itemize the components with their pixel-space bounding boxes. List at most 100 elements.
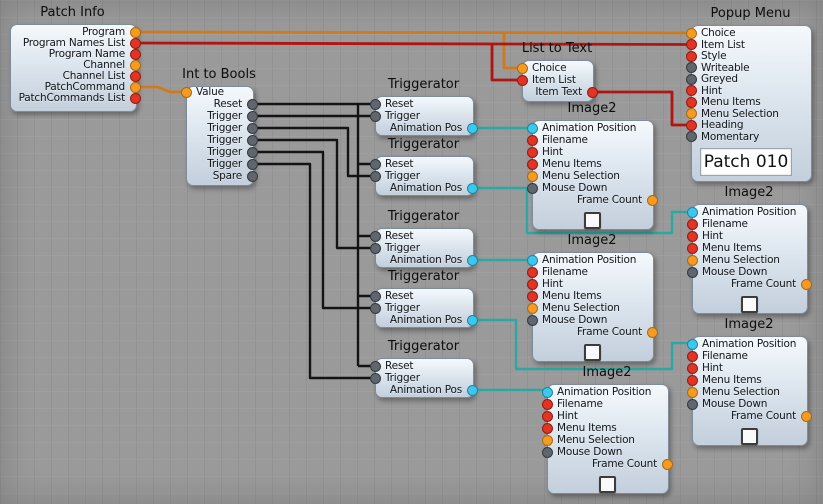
port-animation-position-left[interactable] bbox=[526, 254, 538, 266]
checkbox-widget[interactable] bbox=[584, 212, 601, 229]
port-frame-count-right[interactable] bbox=[646, 326, 658, 338]
port-hint-left[interactable] bbox=[526, 278, 538, 290]
node-title: Image2 bbox=[724, 185, 774, 200]
port-frame-count-right[interactable] bbox=[800, 410, 812, 422]
port-reset-left[interactable] bbox=[369, 290, 381, 302]
port-menu-selection-left[interactable] bbox=[685, 108, 697, 119]
port-menu-selection-left[interactable] bbox=[526, 302, 538, 314]
port-animation-position-left[interactable] bbox=[526, 122, 538, 134]
port-animation-pos-right[interactable] bbox=[466, 254, 478, 266]
popup-display-value[interactable]: Patch 010 bbox=[700, 148, 792, 176]
port-hint-left[interactable] bbox=[686, 230, 698, 242]
port-channel-list-right[interactable] bbox=[129, 70, 141, 82]
node-patch-info[interactable] bbox=[10, 24, 137, 112]
port-hint-left[interactable] bbox=[526, 146, 538, 158]
port-trigger-left[interactable] bbox=[369, 110, 381, 122]
port-trigger-left[interactable] bbox=[369, 170, 381, 182]
port-trigger-right[interactable] bbox=[246, 146, 258, 158]
port-item-text-right[interactable] bbox=[586, 86, 598, 98]
port-program-name-right[interactable] bbox=[129, 48, 141, 60]
port-program-right[interactable] bbox=[129, 26, 141, 38]
port-reset-left[interactable] bbox=[369, 360, 381, 372]
port-animation-pos-right[interactable] bbox=[466, 384, 478, 396]
port-filename-left[interactable] bbox=[541, 398, 553, 410]
port-animation-pos-right[interactable] bbox=[466, 182, 478, 194]
checkbox-widget[interactable] bbox=[584, 344, 601, 361]
port-hint-left[interactable] bbox=[686, 362, 698, 374]
port-label: Menu Selection bbox=[702, 386, 780, 398]
port-trigger-left[interactable] bbox=[369, 372, 381, 384]
port-menu-selection-left[interactable] bbox=[541, 434, 553, 446]
port-animation-position-left[interactable] bbox=[686, 338, 698, 350]
wire-programnames-to-popup-itemlist bbox=[134, 41, 692, 46]
port-mouse-down-left[interactable] bbox=[686, 398, 698, 410]
port-trigger-right[interactable] bbox=[246, 110, 258, 122]
node-triggerator-5[interactable] bbox=[375, 358, 474, 398]
port-momentary-left[interactable] bbox=[685, 131, 697, 142]
port-item-list-left[interactable] bbox=[685, 39, 697, 50]
node-triggerator-1[interactable] bbox=[375, 96, 474, 136]
port-reset-left[interactable] bbox=[369, 230, 381, 242]
node-triggerator-4[interactable] bbox=[375, 288, 474, 328]
node-triggerator-3[interactable] bbox=[375, 228, 474, 268]
port-spare-right[interactable] bbox=[246, 170, 258, 182]
checkbox-widget[interactable] bbox=[741, 296, 758, 313]
port-choice-left[interactable] bbox=[685, 27, 697, 39]
port-patchcommand-right[interactable] bbox=[129, 81, 141, 93]
checkbox-widget[interactable] bbox=[741, 428, 758, 445]
port-trigger-left[interactable] bbox=[369, 242, 381, 254]
port-hint-left[interactable] bbox=[541, 410, 553, 422]
port-trigger-right[interactable] bbox=[246, 134, 258, 146]
port-filename-left[interactable] bbox=[686, 350, 698, 362]
port-animation-position-left[interactable] bbox=[686, 206, 698, 218]
port-animation-pos-right[interactable] bbox=[466, 314, 478, 326]
port-style-left[interactable] bbox=[685, 50, 697, 62]
port-filename-left[interactable] bbox=[686, 218, 698, 230]
port-greyed-left[interactable] bbox=[685, 73, 697, 85]
port-filename-left[interactable] bbox=[526, 266, 538, 278]
port-item-list-left[interactable] bbox=[516, 74, 528, 86]
port-label: PatchCommands List bbox=[18, 92, 126, 104]
port-frame-count-right[interactable] bbox=[646, 194, 658, 206]
port-patchcommands-list-right[interactable] bbox=[129, 92, 141, 104]
port-reset-left[interactable] bbox=[369, 98, 381, 110]
port-channel-right[interactable] bbox=[129, 59, 141, 71]
port-menu-selection-left[interactable] bbox=[686, 254, 698, 266]
port-reset-right[interactable] bbox=[246, 98, 258, 110]
port-value-left[interactable] bbox=[180, 86, 192, 98]
port-mouse-down-left[interactable] bbox=[686, 266, 698, 278]
node-list-to-text[interactable] bbox=[522, 60, 594, 102]
port-reset-left[interactable] bbox=[369, 158, 381, 170]
node-image2-right-bottom[interactable] bbox=[692, 336, 808, 446]
port-label: Hint bbox=[702, 230, 723, 242]
port-trigger-left[interactable] bbox=[369, 302, 381, 314]
port-menu-selection-left[interactable] bbox=[686, 386, 698, 398]
port-heading-left[interactable] bbox=[685, 119, 697, 131]
port-trigger-right[interactable] bbox=[246, 122, 258, 134]
port-animation-position-left[interactable] bbox=[541, 386, 553, 398]
port-filename-left[interactable] bbox=[526, 134, 538, 146]
port-trigger-right[interactable] bbox=[246, 158, 258, 170]
port-program-names-list-right[interactable] bbox=[129, 37, 141, 49]
port-label: Frame Count bbox=[576, 194, 642, 206]
port-animation-pos-right[interactable] bbox=[466, 122, 478, 134]
port-menu-items-left[interactable] bbox=[686, 242, 698, 254]
port-menu-selection-left[interactable] bbox=[526, 170, 538, 182]
port-frame-count-right[interactable] bbox=[661, 458, 673, 470]
port-mouse-down-left[interactable] bbox=[526, 182, 538, 194]
checkbox-widget[interactable] bbox=[599, 476, 616, 493]
port-menu-items-left[interactable] bbox=[686, 374, 698, 386]
port-mouse-down-left[interactable] bbox=[541, 446, 553, 458]
port-menu-items-left[interactable] bbox=[526, 290, 538, 302]
port-choice-left[interactable] bbox=[516, 62, 528, 74]
port-hint-left[interactable] bbox=[685, 85, 697, 96]
node-image2-middle[interactable] bbox=[532, 252, 654, 362]
port-menu-items-left[interactable] bbox=[685, 96, 697, 108]
node-int-to-bools[interactable] bbox=[186, 86, 254, 186]
port-frame-count-right[interactable] bbox=[800, 278, 812, 290]
port-menu-items-left[interactable] bbox=[526, 158, 538, 170]
port-menu-items-left[interactable] bbox=[541, 422, 553, 434]
port-writeable-left[interactable] bbox=[685, 62, 697, 73]
port-mouse-down-left[interactable] bbox=[526, 314, 538, 326]
port-label: Menu Items bbox=[702, 242, 762, 254]
